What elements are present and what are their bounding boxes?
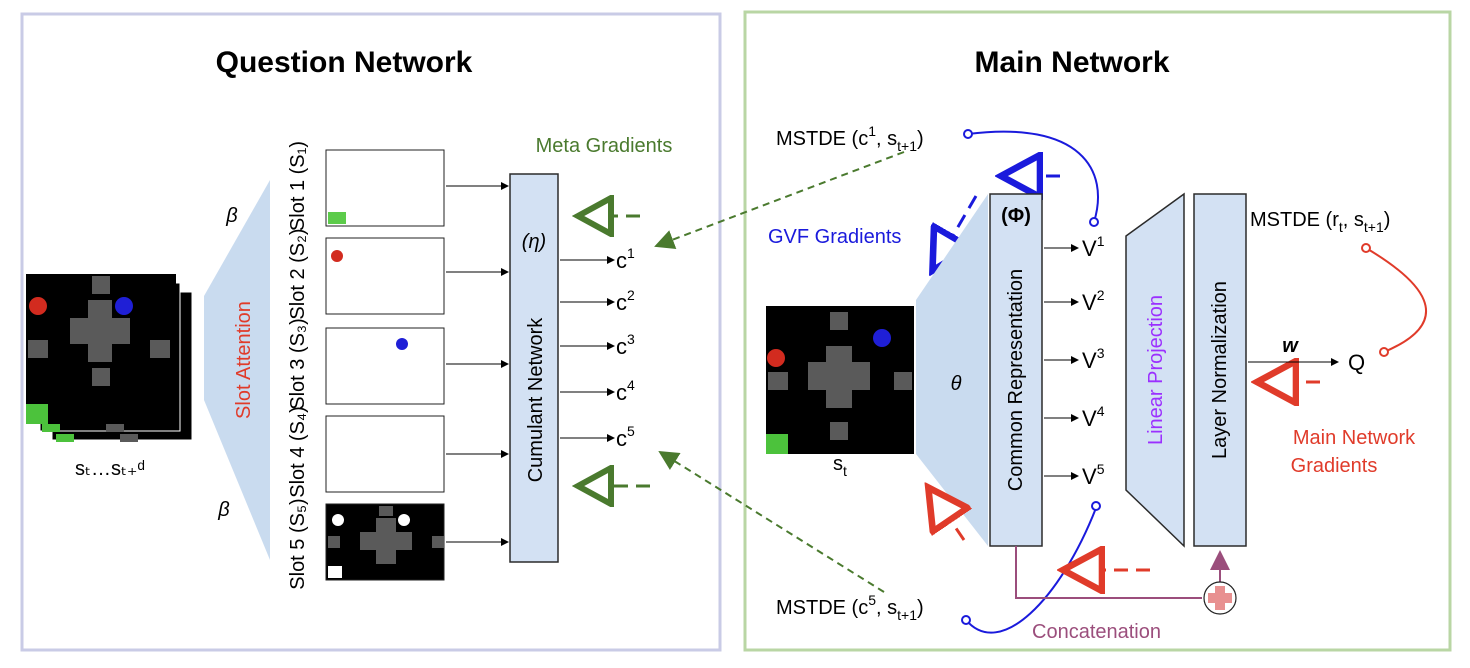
slot-attention-block <box>204 180 270 560</box>
slot-2-label: Slot 2 (S₂) <box>287 228 309 319</box>
slot-5-label: Slot 5 (S₅) <box>287 498 309 589</box>
main-network-gradients-line2: Gradients <box>1291 455 1378 477</box>
slot-3-label: Slot 3 (S₃) <box>287 318 309 410</box>
layer-normalization-label: Layer Normalization <box>1209 281 1231 459</box>
mstde-c5-label: MSTDE (c5, st+1) <box>776 592 924 623</box>
slot-3-image <box>325 327 445 405</box>
concatenation-plus-icon <box>1203 581 1237 615</box>
state-image <box>766 306 914 454</box>
w-label: w <box>1282 335 1299 357</box>
cumulant-network-block <box>509 173 559 563</box>
slot-5-image <box>325 503 445 581</box>
main-gradient-arrow-encoder <box>930 490 964 541</box>
beta-label-bottom: β <box>217 499 229 521</box>
layer-normalization-block <box>1193 193 1247 547</box>
slot-1-label: Slot 1 (S₁) <box>287 141 309 231</box>
cumulant-outputs <box>560 256 615 442</box>
concatenation-path <box>1015 546 1202 599</box>
encoder-block <box>916 194 988 546</box>
meta-link-c1 <box>654 151 905 249</box>
slot-attention-label: Slot Attention <box>233 301 255 419</box>
mstde-c5-curve <box>965 507 1097 634</box>
mstde-r-curve <box>1365 247 1428 353</box>
linear-projection-label: Linear Projection <box>1145 295 1167 445</box>
cumulant-network-label: Cumulant Network <box>525 317 547 483</box>
eta-label: (η) <box>522 231 546 253</box>
slot-4-image <box>325 415 445 493</box>
q-label: Q <box>1348 350 1365 375</box>
input-frames-label: sₜ…sₜ₊ᵈ <box>75 458 145 480</box>
slot-4-label: Slot 4 (S₄) <box>287 406 309 498</box>
concatenation-label: Concatenation <box>1032 621 1161 643</box>
slot-2-image <box>325 237 445 315</box>
value-outputs <box>1044 244 1079 480</box>
mstde-r-label: MSTDE (rt, st+1) <box>1250 209 1390 235</box>
main-network-title: Main Network <box>974 46 1169 79</box>
beta-label-top: β <box>225 205 237 227</box>
mstde-c1-label: MSTDE (c1, st+1) <box>776 123 924 154</box>
theta-label: θ <box>951 373 962 395</box>
common-representation-block <box>989 193 1043 547</box>
main-network-gradients-line1: Main Network <box>1293 427 1416 449</box>
question-network-title: Question Network <box>216 46 473 79</box>
meta-gradients-label: Meta Gradients <box>536 135 673 157</box>
input-frame-stack <box>26 274 193 442</box>
gvf-gradient-arrow-diagonal <box>934 195 978 268</box>
common-representation-label: Common Representation <box>1005 269 1027 491</box>
slot-1-image <box>325 149 445 227</box>
linear-projection-block <box>1125 192 1185 548</box>
phi-label: (Φ) <box>1001 205 1031 227</box>
mstde-c1-curve <box>967 130 1099 223</box>
meta-link-c5 <box>658 450 885 593</box>
gvf-gradients-label: GVF Gradients <box>768 226 901 248</box>
